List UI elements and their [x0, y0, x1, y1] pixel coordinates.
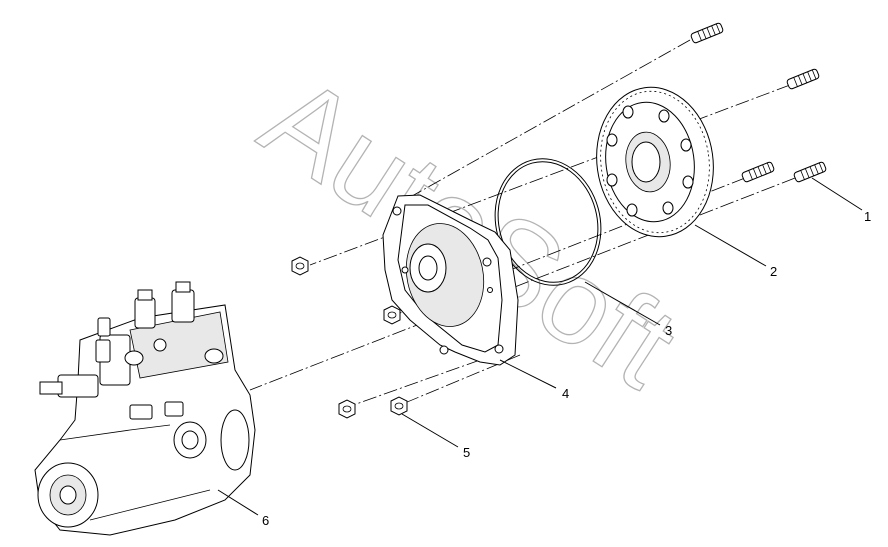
part-1-studs — [690, 22, 827, 183]
nut-middle — [383, 305, 401, 325]
gear-holes — [606, 105, 694, 217]
stud-right — [793, 161, 827, 183]
pump-fittings — [95, 281, 224, 366]
nut-lower-right — [390, 396, 408, 416]
callouts: 1 2 3 4 5 6 — [262, 209, 871, 528]
nut-lower-left — [338, 399, 356, 419]
stud-upper-right — [786, 68, 820, 90]
callout-5: 5 — [463, 445, 470, 460]
part-2-gear — [596, 86, 714, 238]
nut-left-upper — [291, 256, 309, 276]
stud-middle — [741, 161, 775, 183]
part-5-nuts — [291, 256, 408, 419]
callout-3: 3 — [665, 323, 672, 338]
callout-4: 4 — [562, 386, 569, 401]
part-6-pump — [34, 281, 256, 536]
callout-1: 1 — [864, 209, 871, 224]
callout-6: 6 — [262, 513, 269, 528]
part-4-flange — [382, 194, 519, 366]
callout-2: 2 — [770, 264, 777, 279]
stud-top — [690, 22, 724, 44]
leader-lines — [217, 177, 863, 516]
